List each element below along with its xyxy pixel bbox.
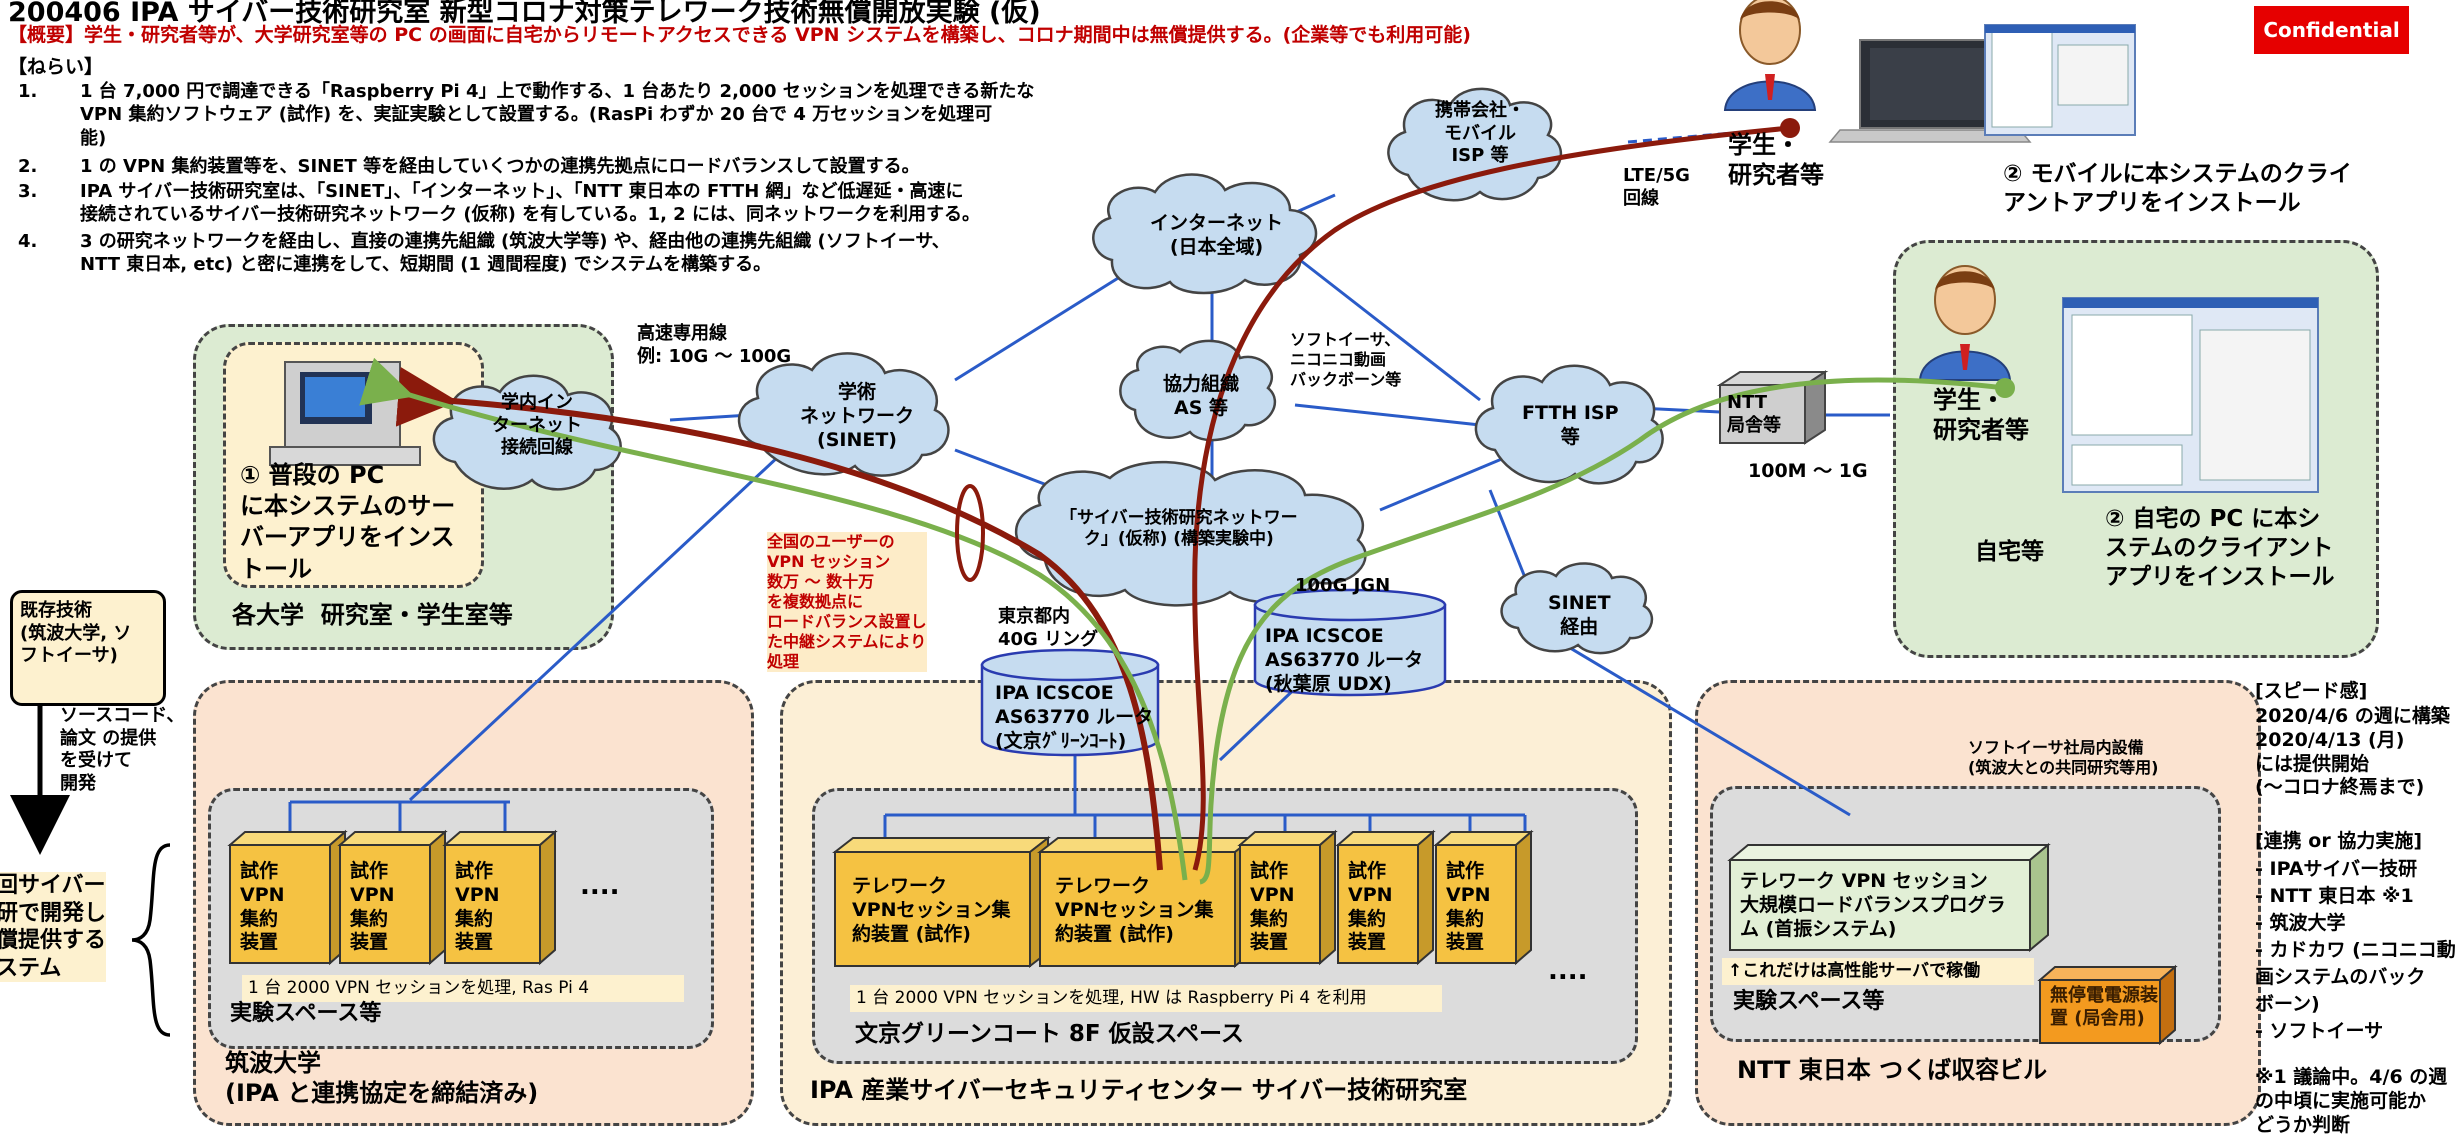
tsukuba-space-label: 実験スペース等 xyxy=(230,1001,382,1026)
cloud-internet xyxy=(1092,173,1318,295)
ups-label: 無停電電源装 置 (局舎用) xyxy=(2050,985,2158,1029)
ipa-space-label: 文京グリーンコート 8F 仮設スペース xyxy=(855,1021,1244,1047)
cloud-campus-label: 学内イン ターネット 接続回線 xyxy=(492,392,582,458)
existing-tech-label: 既存技術 (筑波大学, ソ フトイーサ) xyxy=(20,600,132,666)
home-label: 自宅等 xyxy=(1975,539,2044,565)
jgn-label: 100G JGN xyxy=(1295,575,1391,596)
ring-label: 東京都内 40G リング xyxy=(998,606,1099,650)
router-bunkyo-label: IPA ICSCOE AS63770 ルータ (文京ｸﾞﾘｰﾝｺｰﾄ) xyxy=(995,682,1154,752)
ntt-space-label: 実験スペース等 xyxy=(1733,989,1885,1014)
student-home-label: 学生・ 研究者等 xyxy=(1933,386,2029,444)
ipa-note: 1 台 2000 VPN セッションを処理, HW は Raspberry Pi… xyxy=(850,985,1442,1013)
cloud-sinet-via xyxy=(1500,562,1654,655)
university-label: 各大学 研究室・学生室等 xyxy=(232,601,513,629)
cloud-cyber-label: 「サイバー技術研究ネットワー ク」(仮称) (構築実験中) xyxy=(1060,508,1298,550)
cloud-ftth-label: FTTH ISP 等 xyxy=(1522,402,1619,448)
partners-text: - IPAサイバー技研 - NTT 東日本 ※1 - 筑波大学 - カドカワ (… xyxy=(2255,858,2456,1042)
home-screenshot xyxy=(2062,297,2319,493)
lb-note: ↑これだけは高性能サーバで稼働 xyxy=(1722,958,2034,986)
ipa-device-3: 試作 VPN 集約 装置 xyxy=(1250,860,1295,954)
ipa-title: IPA 産業サイバーセキュリティセンター サイバー技術研究室 xyxy=(810,1076,1468,1104)
cloud-mobile-label: 携帯会社・ モバイル ISP 等 xyxy=(1435,100,1525,166)
cloud-kyoryoku xyxy=(1119,339,1276,442)
lte-label: LTE/5G 回線 xyxy=(1623,165,1690,209)
person-mobile-icon xyxy=(1723,0,1817,111)
speed-text: 2020/4/6 の週に構築 2020/4/13 (月) には提供開始 (～コロ… xyxy=(2255,705,2450,799)
footnote: ※1 議論中。4/6 の週 の中頃に実施可能か どうか判断 xyxy=(2255,1066,2448,1136)
left-partial-label: 回サイバー 研で開発し 償提供する ステム xyxy=(0,872,107,982)
person-home-icon xyxy=(1918,265,2012,381)
tsukuba-title: 筑波大学 (IPA と連携協定を締結済み) xyxy=(225,1049,539,1107)
highspeed-label: 高速専用線 例: 10G ～ 100G xyxy=(637,323,792,367)
cloud-cyber xyxy=(1014,460,1367,607)
cloud-sinet-via-label: SINET 経由 xyxy=(1548,592,1611,638)
mobile-screenshot xyxy=(1984,24,2136,136)
source-code-label: ソースコード、 論文 の提供 を受けて 開発 xyxy=(60,705,185,794)
cloud-mobile-isp xyxy=(1387,87,1563,202)
cloud-internet-label: インターネット (日本全域) xyxy=(1150,212,1284,258)
aims-heading: 【ねらい】 xyxy=(8,56,104,78)
home-install-label: ② 自宅の PC に本シ ステムのクライアント アプリをインストール xyxy=(2105,506,2335,590)
page-title: 200406 IPA サイバー技術研究室 新型コロナ対策テレワーク技術無償開放実… xyxy=(8,0,1041,28)
pc-install-label: ① 普段の PC に本システムのサー バーアプリをインス トール xyxy=(240,461,456,583)
laptop-icon xyxy=(1828,39,2032,143)
partners-title: [連携 or 協力実施] xyxy=(2255,830,2423,852)
ipa-device-5: 試作 VPN 集約 装置 xyxy=(1446,860,1491,954)
tsukuba-device-3: 試作 VPN 集約 装置 xyxy=(455,860,500,954)
home-speed-label: 100M ～ 1G xyxy=(1748,460,1868,482)
ntt-equipment-label: ソフトイーサ社局内設備 (筑波大との共同研究等用) xyxy=(1968,738,2159,777)
lb-program-label: テレワーク VPN セッション 大規模ロードバランスプログラ ム (首振システム… xyxy=(1740,870,2006,940)
pc-icon xyxy=(269,361,421,466)
confidential-badge: Confidential xyxy=(2254,6,2409,54)
cloud-sinet xyxy=(737,352,950,477)
summary: 【概要】学生・研究者等が、大学研究室等の PC の画面に自宅からリモートアクセス… xyxy=(8,24,1471,46)
speed-title: [スピード感] xyxy=(2255,680,2368,702)
mobile-install-label: ② モバイルに本システムのクライ アントアプリをインストール xyxy=(2003,161,2352,216)
ipa-telework-device-1: テレワーク VPNセッション集 約装置 (試作) xyxy=(852,875,1011,945)
router-udx-label: IPA ICSCOE AS63770 ルータ (秋葉原 UDX) xyxy=(1265,625,1424,695)
tsukuba-device-2: 試作 VPN 集約 装置 xyxy=(350,860,395,954)
ntt-office-label: NTT 局舎等 xyxy=(1727,392,1781,436)
vpn-load-note: 全国のユーザーの VPN セッション 数万 ～ 数十万 を複数拠点に ロードバラ… xyxy=(767,532,927,672)
ipa-device-4: 試作 VPN 集約 装置 xyxy=(1348,860,1393,954)
ipa-telework-device-2: テレワーク VPNセッション集 約装置 (試作) xyxy=(1055,875,1214,945)
ntt-title: NTT 東日本 つくば収容ビル xyxy=(1737,1056,2048,1084)
tsukuba-note: 1 台 2000 VPN セッションを処理, Ras Pi 4 xyxy=(242,975,684,1003)
softether-backbone-label: ソフトイーサ、 ニコニコ動画 バックボーン等 xyxy=(1290,330,1402,389)
tsukuba-device-1: 試作 VPN 集約 装置 xyxy=(240,860,285,954)
existing-tech-box xyxy=(10,590,166,706)
cloud-sinet-label: 学術 ネットワーク (SINET) xyxy=(800,381,915,451)
tsukuba-dots: .... xyxy=(580,871,620,901)
student-mobile-label: 学生・ 研究者等 xyxy=(1728,131,1824,189)
ipa-dots: .... xyxy=(1548,956,1588,986)
cloud-kyoryoku-label: 協力組織 AS 等 xyxy=(1163,373,1240,419)
